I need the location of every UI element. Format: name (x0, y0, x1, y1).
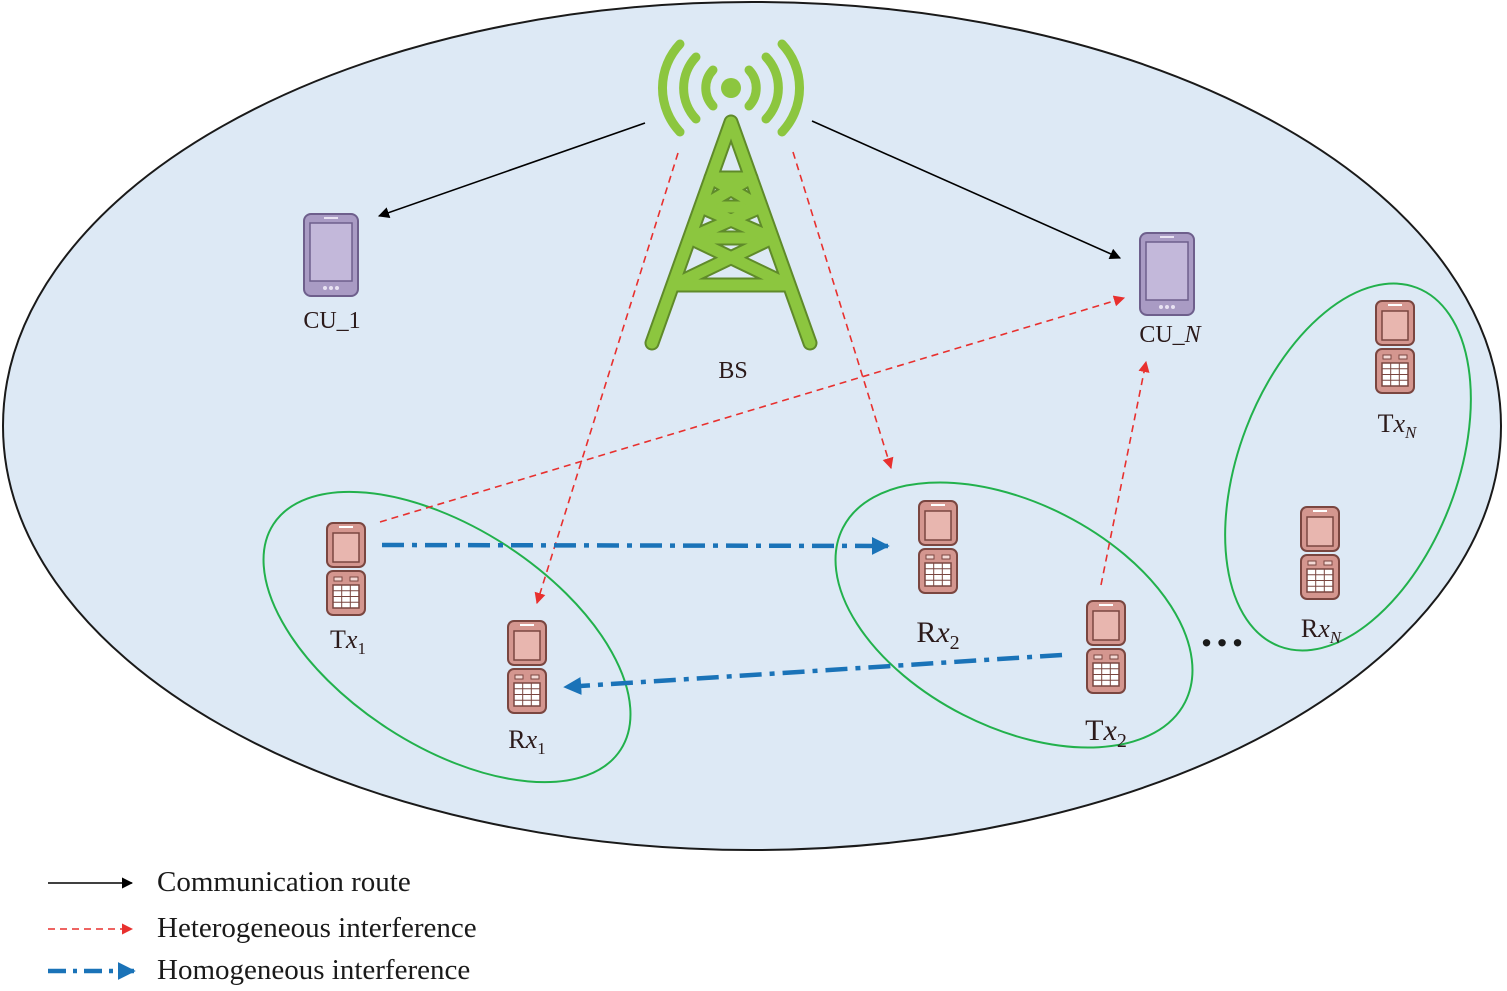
rx1-label: Rx1 (508, 725, 545, 758)
route-bs-to-cu1 (377, 122, 646, 218)
interference-bs-to-rx1 (534, 152, 679, 605)
cun-node: CU_N (1139, 232, 1203, 348)
interference-tx2-to-cun (1100, 360, 1150, 586)
rxn-node: RxN (1300, 506, 1343, 647)
txn-node: TxN (1375, 300, 1418, 442)
legend: Communication route Heterogeneous interf… (48, 866, 477, 986)
d2d-pair-2-cluster (834, 481, 1194, 749)
rx1-node: Rx1 (507, 620, 547, 758)
legend-label-communication-route: Communication route (157, 866, 411, 898)
cell-coverage-area (2, 1, 1502, 851)
tx1-label: Tx1 (330, 625, 366, 658)
legend-label-heterogeneous-interference: Heterogeneous interference (157, 912, 477, 944)
cell-tower-icon (644, 39, 818, 351)
interference-tx1-to-rx2 (381, 536, 890, 555)
legend-item-heterogeneous-interference: Heterogeneous interference (48, 912, 477, 944)
cu1-node: CU_1 (303, 213, 361, 334)
rx2-node: Rx2 (916, 500, 960, 654)
smartphone-icon (303, 213, 359, 297)
d2d-pair-1-cluster (262, 490, 632, 784)
legend-item-communication-route: Communication route (48, 866, 411, 898)
legend-label-homogeneous-interference: Homogeneous interference (157, 954, 470, 986)
cun-label: CU_N (1139, 322, 1202, 348)
interference-tx1-to-cun (379, 295, 1126, 523)
tx2-node: Tx2 (1085, 600, 1127, 752)
rxn-label: RxN (1301, 614, 1343, 647)
more-pairs-ellipsis: … (1199, 605, 1245, 656)
txn-label: TxN (1378, 409, 1418, 442)
interference-tx2-to-rx1 (563, 652, 1063, 695)
rx2-label: Rx2 (916, 616, 959, 654)
bs-label: BS (718, 358, 747, 384)
cu1-label: CU_1 (303, 308, 360, 334)
smartphone-icon (1139, 232, 1195, 316)
legend-item-homogeneous-interference: Homogeneous interference (48, 954, 470, 986)
d2d-pair-n-cluster (1224, 282, 1472, 652)
tx1-node: Tx1 (326, 522, 366, 658)
tx2-label: Tx2 (1085, 714, 1127, 752)
route-bs-to-cun (811, 120, 1122, 260)
